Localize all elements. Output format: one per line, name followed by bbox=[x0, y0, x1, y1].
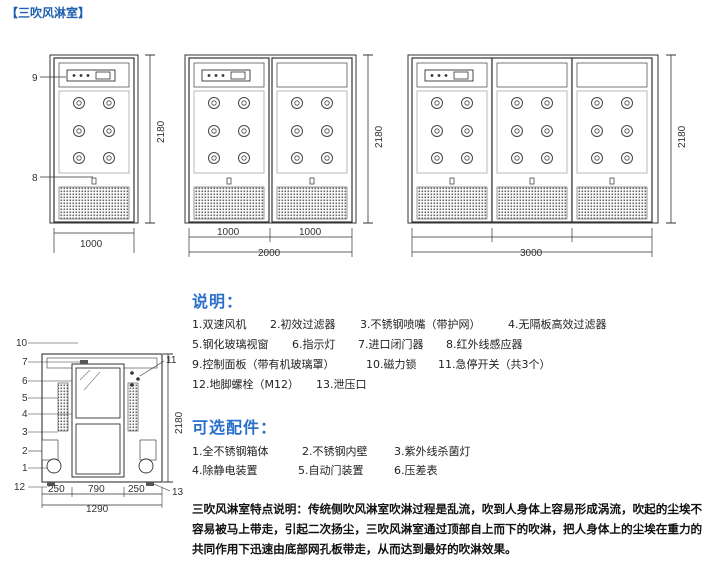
explain-item: 12.地脚螺栓（M12） bbox=[192, 378, 299, 391]
explain-item: 10.磁力锁 bbox=[366, 358, 417, 371]
explain-item: 1.双速风机 bbox=[192, 318, 247, 331]
width-dim-2-total: 2000 bbox=[258, 248, 281, 259]
callout-11: 11 bbox=[166, 355, 177, 366]
optional-heading: 可选配件： bbox=[192, 418, 278, 437]
width-dim-1: 1000 bbox=[80, 239, 103, 250]
explain-item: 11.急停开关（共3个） bbox=[438, 358, 551, 371]
dim-790: 790 bbox=[88, 484, 105, 495]
explain-item: 13.泄压口 bbox=[316, 378, 367, 391]
height-dim-2: 2180 bbox=[374, 125, 385, 148]
callout-4: 4 bbox=[22, 409, 28, 420]
callout-13: 13 bbox=[172, 487, 184, 498]
explain-item: 3.不锈钢喷嘴（带护网） bbox=[360, 318, 481, 331]
optional-item: 2.不锈钢内壁 bbox=[302, 445, 368, 458]
callout-2: 2 bbox=[22, 446, 28, 457]
width-dim-2a: 1000 bbox=[217, 227, 240, 238]
optional-item: 5.自动门装置 bbox=[298, 464, 364, 477]
dim-250-right: 250 bbox=[128, 484, 145, 495]
height-dim-section: 2180 bbox=[174, 411, 185, 434]
triple-unit-drawing bbox=[407, 54, 676, 257]
callout-10: 10 bbox=[16, 338, 28, 349]
callout-5: 5 bbox=[22, 393, 28, 404]
explain-item: 4.无隔板高效过滤器 bbox=[508, 318, 607, 331]
dim-250-left: 250 bbox=[48, 484, 65, 495]
callout-9: 9 bbox=[32, 73, 38, 84]
feature-description: 三吹风淋室特点说明：传统侧吹风淋室吹淋过程是乱流，吹到人身体上容易形成涡流，吹起… bbox=[192, 502, 703, 556]
callout-12: 12 bbox=[14, 482, 26, 493]
explain-item: 2.初效过滤器 bbox=[270, 318, 336, 331]
optional-item: 3.紫外线杀菌灯 bbox=[394, 445, 471, 458]
explain-item: 9.控制面板（带有机玻璃罩） bbox=[192, 358, 335, 371]
callout-1: 1 bbox=[22, 463, 28, 474]
height-dim-3: 2180 bbox=[677, 125, 688, 148]
explain-item: 8.红外线感应器 bbox=[446, 338, 523, 351]
explain-heading: 说明： bbox=[192, 292, 244, 311]
width-dim-2b: 1000 bbox=[299, 227, 322, 238]
explain-item: 6.指示灯 bbox=[292, 338, 336, 351]
optional-item: 1.全不锈钢箱体 bbox=[192, 445, 269, 458]
callout-6: 6 bbox=[22, 376, 28, 387]
page-title: 【三吹风淋室】 bbox=[6, 6, 91, 20]
dim-1290: 1290 bbox=[86, 504, 109, 515]
single-unit-drawing bbox=[40, 54, 155, 253]
front-section-drawing bbox=[28, 342, 173, 508]
optional-item: 6.压差表 bbox=[394, 464, 438, 477]
callout-3: 3 bbox=[22, 427, 28, 438]
height-dim-1: 2180 bbox=[156, 120, 167, 143]
callout-7: 7 bbox=[22, 357, 28, 368]
width-dim-3-total: 3000 bbox=[520, 248, 543, 259]
optional-item: 4.除静电装置 bbox=[192, 464, 258, 477]
explain-item: 7.进口闭门器 bbox=[358, 338, 424, 351]
callout-8: 8 bbox=[32, 173, 38, 184]
double-unit-drawing bbox=[184, 54, 373, 257]
explain-item: 5.钢化玻璃视窗 bbox=[192, 338, 269, 351]
